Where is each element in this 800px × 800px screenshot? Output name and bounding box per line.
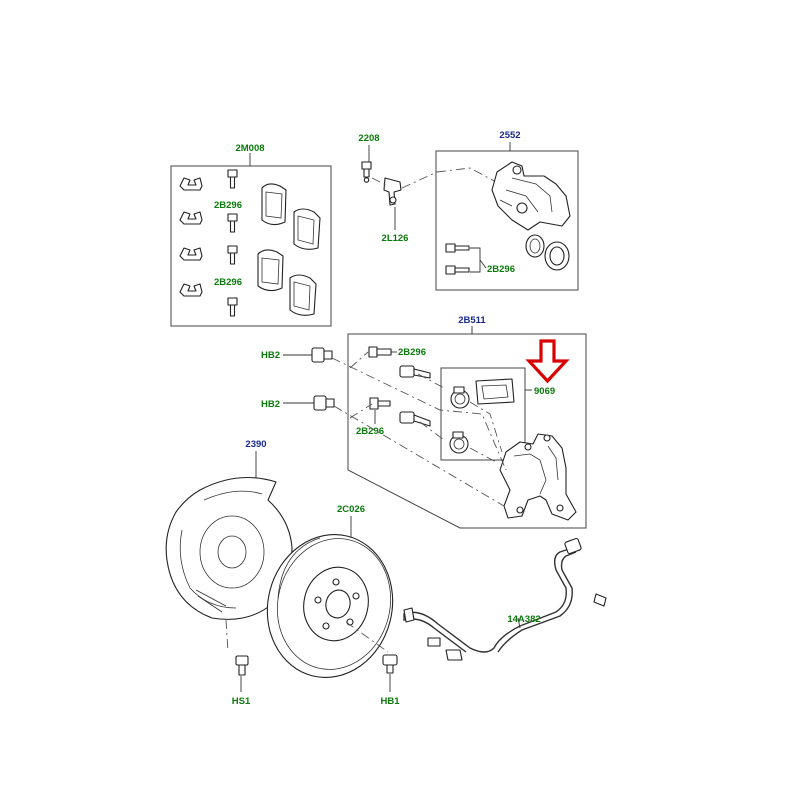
label-brake-disc: 2C026 bbox=[337, 504, 365, 515]
label-caliper-assembly: 2552 bbox=[499, 130, 520, 141]
label-wear-sensor: 14A382 bbox=[507, 614, 540, 625]
label-dust-shield: 2390 bbox=[245, 439, 266, 450]
label-shield-screw: HS1 bbox=[232, 696, 251, 707]
guide-pin-boot-icon bbox=[449, 431, 469, 454]
label-mount-bolt-upper: HB2 bbox=[261, 350, 280, 361]
pad-kit-bolts bbox=[227, 169, 238, 317]
label-pad-kit-bolt-b: 2B296 bbox=[214, 277, 242, 288]
carrier-bolt-icon bbox=[369, 397, 391, 410]
carrier-bolt-icon bbox=[368, 346, 392, 358]
label-pad-kit: 2M008 bbox=[235, 143, 264, 154]
carrier-group: 2B511 2B296 2B296 bbox=[347, 315, 587, 529]
carrier-box bbox=[347, 333, 587, 529]
bleed-screw-icon bbox=[361, 161, 372, 183]
label-caliper-bolts: 2B296 bbox=[487, 264, 515, 275]
label-pad-kit-bolt-a: 2B296 bbox=[214, 200, 242, 211]
bleed-screw-group: 2208 2L126 bbox=[358, 133, 438, 244]
mount-bolts-group: HB2 HB2 bbox=[261, 347, 507, 507]
caliper-box bbox=[435, 150, 579, 291]
disc-screw-icon bbox=[382, 654, 398, 674]
anti-rattle-clips bbox=[179, 177, 203, 297]
label-bleed-line-clip: 2L126 bbox=[382, 233, 409, 244]
mount-bolt-icon bbox=[311, 347, 333, 363]
carrier-bracket-icon bbox=[499, 433, 577, 521]
mount-bolt-icon bbox=[313, 395, 335, 411]
label-carrier-bolt-upper: 2B296 bbox=[398, 347, 426, 358]
guide-pin-icon bbox=[399, 411, 431, 427]
piston-boot-icon bbox=[544, 241, 570, 271]
brake-disc-group: 2C026 HB1 bbox=[266, 504, 400, 707]
label-carrier-bolt-lower: 2B296 bbox=[356, 426, 384, 437]
brake-disc-icon bbox=[266, 533, 394, 679]
bleed-line-clip-icon bbox=[383, 177, 402, 206]
label-bleed-screw: 2208 bbox=[358, 133, 379, 144]
brake-pads bbox=[257, 183, 321, 316]
wear-sensor-group: 14A382 bbox=[403, 537, 607, 661]
pad-kit-box bbox=[170, 165, 332, 327]
dust-shield-group: 2390 HS1 bbox=[165, 439, 293, 707]
guide-pin-boot-icon bbox=[450, 386, 470, 409]
guide-pin-kit-box bbox=[440, 367, 526, 461]
label-mount-bolt-lower: HB2 bbox=[261, 399, 280, 410]
guide-pin-icon bbox=[399, 365, 431, 379]
caliper-body-icon bbox=[491, 161, 571, 231]
label-disc-screw: HB1 bbox=[380, 696, 400, 707]
caliper-bolt-icon bbox=[445, 243, 470, 253]
caliper-bolt-icon bbox=[445, 265, 470, 275]
piston-seal-icon bbox=[525, 234, 545, 258]
pad-kit-group: 2M008 bbox=[170, 143, 332, 327]
label-guide-pin-kit: 9069 bbox=[534, 386, 555, 397]
shield-screw-icon bbox=[235, 655, 249, 676]
caliper-group: 2552 2B296 bbox=[435, 130, 579, 291]
label-carrier-assembly: 2B511 bbox=[458, 315, 486, 326]
red-down-arrow-icon bbox=[525, 339, 570, 384]
dust-shield-icon bbox=[165, 477, 293, 620]
guide-pin-kit-callout: 9069 bbox=[525, 339, 570, 397]
grease-packet-icon bbox=[475, 378, 515, 405]
wear-sensor-icon bbox=[403, 537, 607, 661]
